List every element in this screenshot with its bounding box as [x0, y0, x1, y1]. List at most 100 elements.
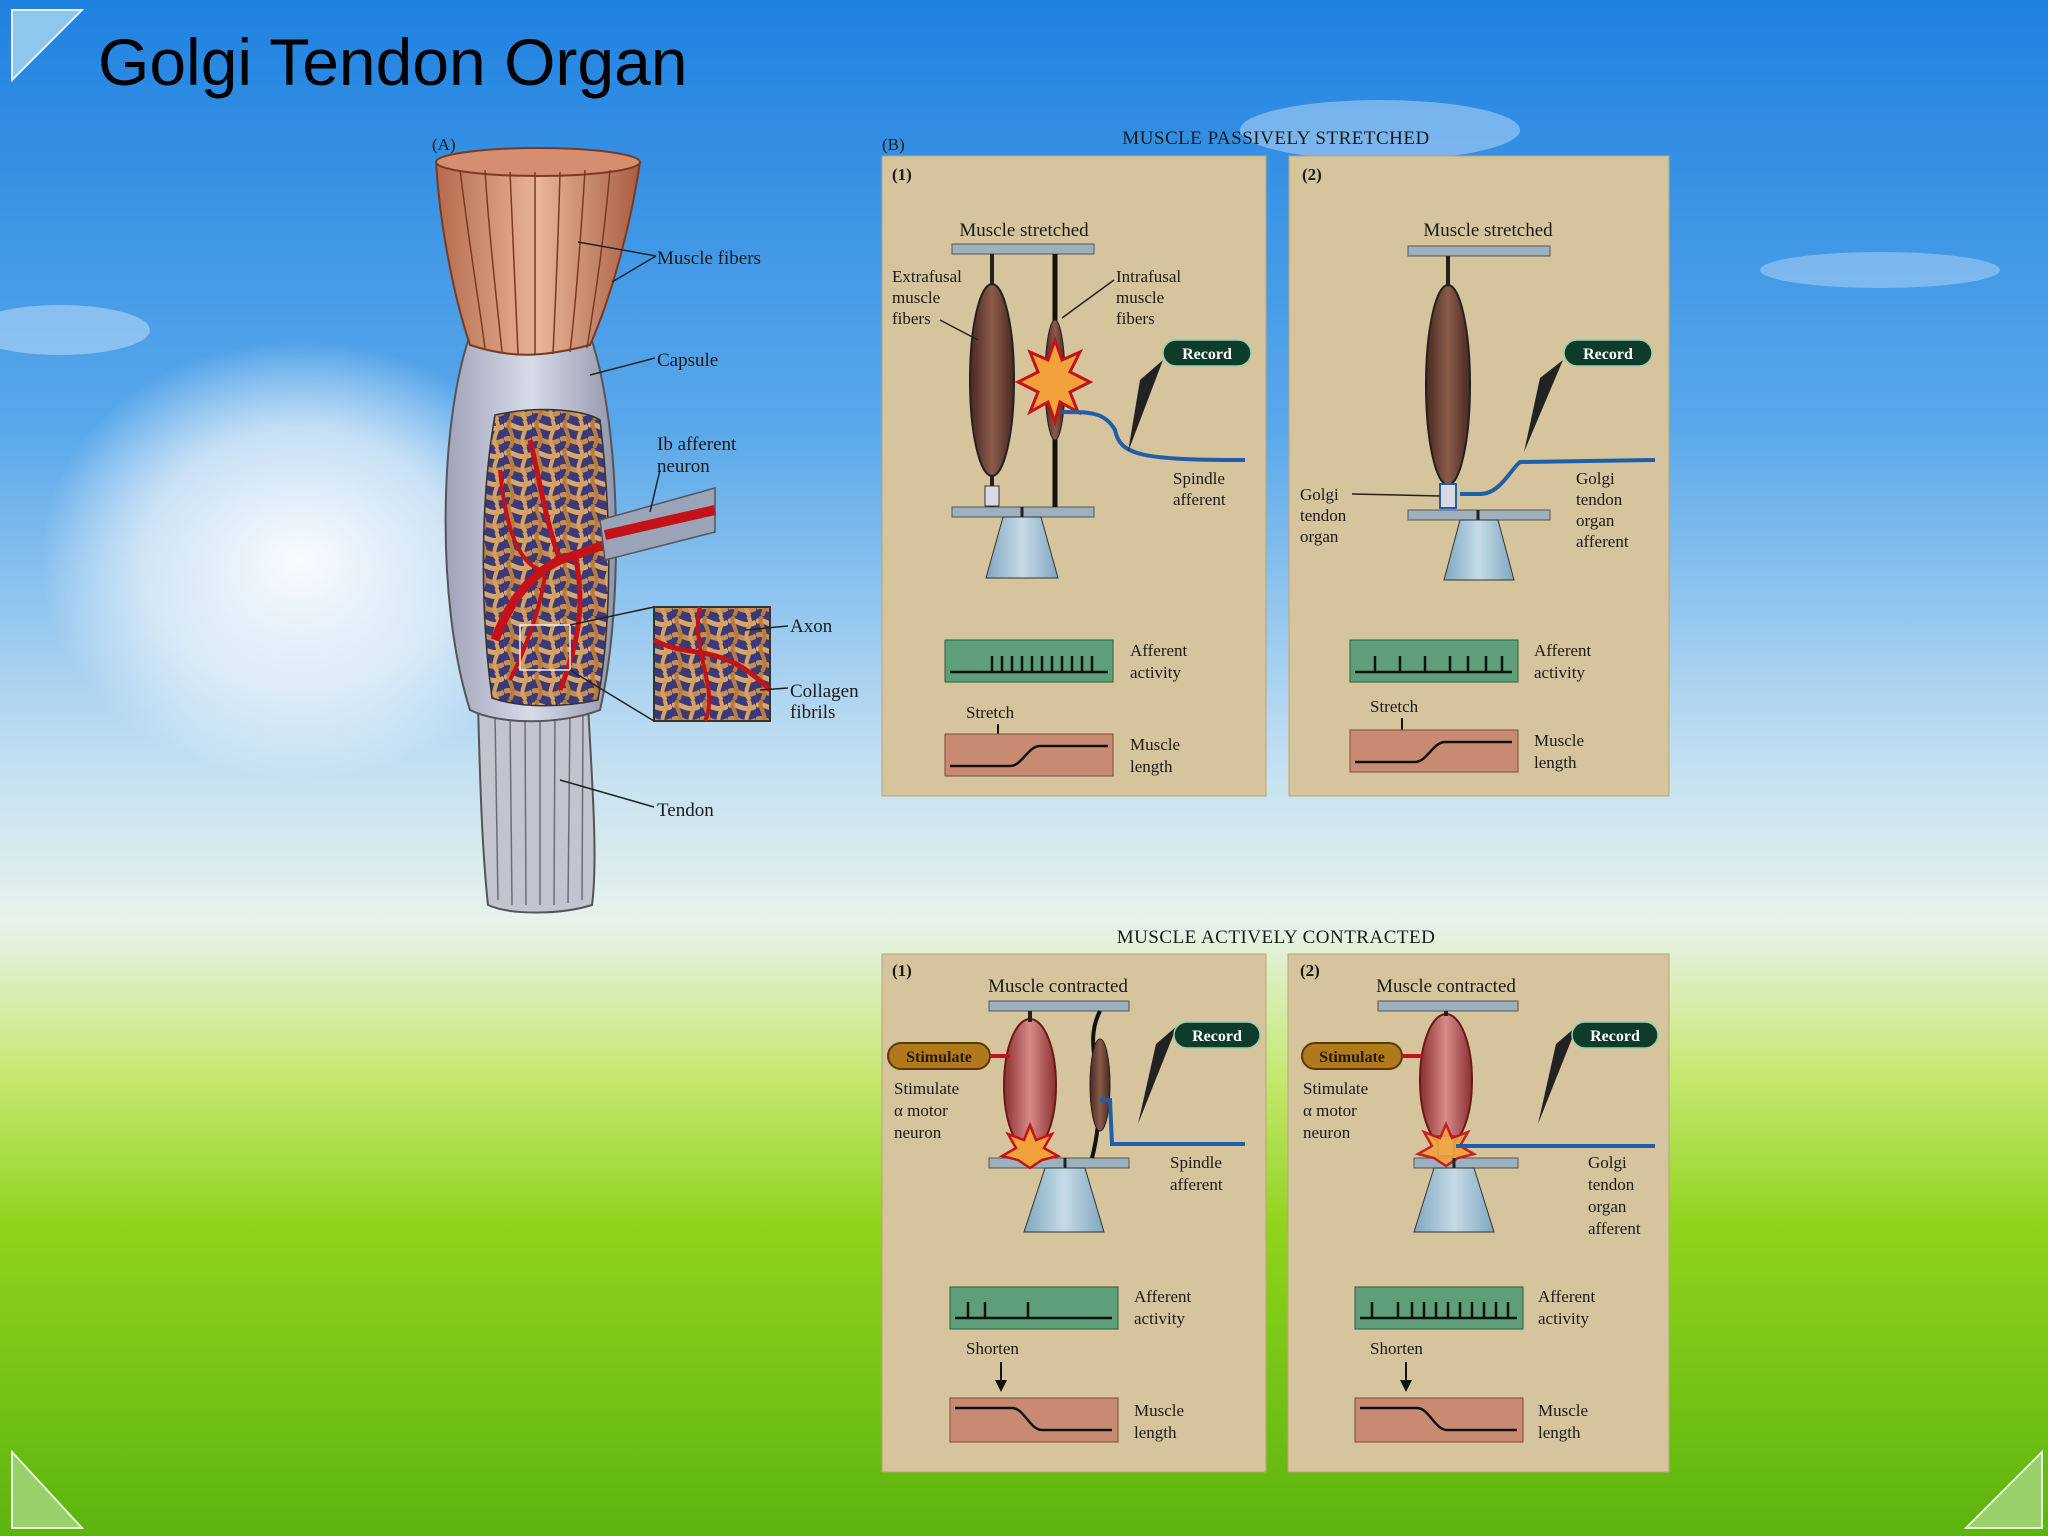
stimulate-label: Stimulate	[906, 1049, 972, 1066]
golgi-right-label: Golgi	[1576, 469, 1615, 488]
collagen-interior	[482, 408, 610, 707]
stimulate-text-2: α motor	[1303, 1101, 1357, 1120]
muscle-fibers-top	[435, 147, 641, 177]
record-label: Record	[1583, 346, 1633, 363]
panel-a-label: (A)	[432, 135, 456, 154]
afferent-label-2: activity	[1130, 663, 1181, 682]
record-button[interactable]	[1173, 1021, 1261, 1049]
panel-passive-golgi: (2) Muscle stretched Record Golgi tendon…	[1288, 155, 1670, 797]
callout-capsule: Capsule	[657, 350, 718, 371]
panel-active-golgi: (2) Muscle contracted Record Stimulate S…	[1287, 953, 1670, 1473]
callout-ib-afferent-1: Ib afferent	[657, 434, 737, 455]
extrafusal-label: Extrafusal	[892, 267, 962, 286]
panel-title: Muscle contracted	[988, 976, 1128, 997]
length-label-2: length	[1130, 757, 1173, 776]
spindle-label-2: afferent	[1170, 1175, 1223, 1194]
muscle-fiber-lines	[459, 169, 611, 355]
spindle-label: Spindle	[1170, 1153, 1222, 1172]
weight	[985, 516, 1059, 579]
spindle-burst	[1014, 335, 1094, 428]
panel-b-label: (B)	[882, 135, 905, 154]
corner-triangle-bottom-left	[11, 1450, 84, 1529]
length-label: Muscle	[1538, 1401, 1588, 1420]
extrafusal-fiber	[969, 283, 1015, 477]
callout-tendon: Tendon	[657, 800, 714, 821]
spindle-label-2: afferent	[1173, 490, 1226, 509]
record-label: Record	[1590, 1028, 1640, 1045]
slide-title: Golgi Tendon Organ	[98, 25, 688, 99]
panel-passive-spindle: (1) Muscle stretched Record Extrafusal m…	[881, 155, 1267, 797]
tendon-shape	[476, 704, 596, 914]
stimulate-text: Stimulate	[1303, 1079, 1368, 1098]
intrafusal-label: Intrafusal	[1116, 267, 1181, 286]
golgi-left-label-3: organ	[1300, 527, 1339, 546]
length-label-2: length	[1534, 753, 1577, 772]
stimulate-text-3: neuron	[894, 1123, 942, 1142]
afferent-trace	[944, 639, 1114, 683]
golgi-afferent-nerve	[1460, 458, 1656, 496]
record-button[interactable]	[1162, 339, 1252, 367]
shorten-label: Shorten	[966, 1339, 1019, 1358]
shorten-label: Shorten	[1370, 1339, 1423, 1358]
extrafusal-label-2: muscle	[892, 288, 940, 307]
record-label: Record	[1182, 346, 1232, 363]
record-label: Record	[1192, 1028, 1242, 1045]
golgi-left-label: Golgi	[1300, 485, 1339, 504]
callout-collagen-2: fibrils	[790, 702, 835, 723]
tendon-fibers	[494, 714, 584, 906]
afferent-label-2: activity	[1538, 1309, 1589, 1328]
length-trace	[944, 733, 1114, 777]
afferent-label: Afferent	[1534, 641, 1592, 660]
golgi-right-label-2: tendon	[1588, 1175, 1635, 1194]
panel-bg	[1288, 155, 1670, 797]
afferent-label-2: activity	[1134, 1309, 1185, 1328]
panel-number: (2)	[1300, 961, 1320, 980]
corner-triangle-top-left	[11, 9, 84, 82]
length-label-2: length	[1538, 1423, 1581, 1442]
stimulate-text-2: α motor	[894, 1101, 948, 1120]
callout-muscle-fibers: Muscle fibers	[657, 248, 761, 269]
spindle-label: Spindle	[1173, 469, 1225, 488]
stimulate-text: Stimulate	[894, 1079, 959, 1098]
spindle-afferent-nerve	[1061, 410, 1246, 462]
stretch-label: Stretch	[1370, 697, 1419, 716]
length-label: Muscle	[1130, 735, 1180, 754]
muscle-fibers-bundle	[434, 161, 642, 356]
corner-triangle-bottom-right	[1964, 1450, 2043, 1529]
panel-bg	[881, 155, 1267, 797]
length-label: Muscle	[1134, 1401, 1184, 1420]
length-label-2: length	[1134, 1423, 1177, 1442]
record-button[interactable]	[1571, 1021, 1659, 1049]
golgi-right-label-3: organ	[1576, 511, 1615, 530]
afferent-label: Afferent	[1130, 641, 1188, 660]
top-bar	[951, 243, 1095, 255]
length-label: Muscle	[1534, 731, 1584, 750]
golgi-right-label-2: tendon	[1576, 490, 1623, 509]
panel-number: (1)	[892, 961, 912, 980]
panel-title: Muscle stretched	[959, 220, 1089, 241]
callout-collagen-1: Collagen	[790, 681, 859, 702]
afferent-label: Afferent	[1134, 1287, 1192, 1306]
panel-number: (2)	[1302, 165, 1322, 184]
afferent-label-2: activity	[1534, 663, 1585, 682]
active-header: MUSCLE ACTIVELY CONTRACTED	[1117, 927, 1436, 948]
callout-axon: Axon	[790, 616, 833, 637]
intrafusal-label-3: fibers	[1116, 309, 1155, 328]
stimulate-text-3: neuron	[1303, 1123, 1351, 1142]
electrode	[1128, 360, 1163, 452]
callout-ib-afferent-2: neuron	[657, 456, 710, 477]
golgi-right-label: Golgi	[1588, 1153, 1627, 1172]
panel-number: (1)	[892, 165, 912, 184]
panel-a: (A)	[432, 135, 859, 914]
golgi-right-label-4: afferent	[1588, 1219, 1641, 1238]
golgi-left-label-2: tendon	[1300, 506, 1347, 525]
panel-active-spindle: (1) Muscle contracted Record Stimulate S…	[881, 953, 1267, 1473]
stretch-label: Stretch	[966, 703, 1015, 722]
panel-title: Muscle stretched	[1423, 220, 1553, 241]
collagen-inset	[653, 606, 771, 722]
extrafusal-label-3: fibers	[892, 309, 931, 328]
record-button[interactable]	[1563, 339, 1653, 367]
afferent-label: Afferent	[1538, 1287, 1596, 1306]
panel-title: Muscle contracted	[1376, 976, 1516, 997]
